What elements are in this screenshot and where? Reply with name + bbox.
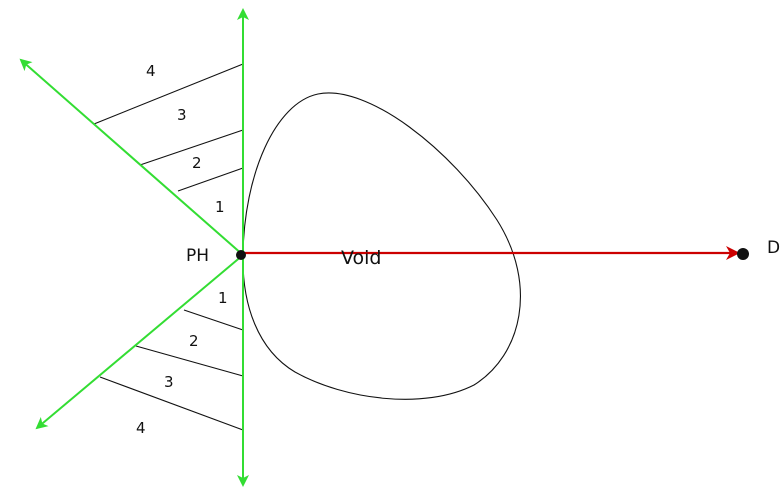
lower-zone-label-2: 2: [189, 332, 199, 350]
upper-zone-label-3: 3: [177, 106, 187, 124]
void-label: Void: [341, 247, 382, 269]
upper-zone-label-4: 4: [146, 62, 156, 80]
upper-boundary-3: [139, 129, 244, 166]
d-label: D: [767, 238, 780, 258]
lower-zone-label-1: 1: [218, 289, 228, 307]
upper-boundary-2: [177, 167, 244, 192]
lower-boundary-2: [135, 345, 244, 377]
lower-boundary-3: [99, 376, 244, 431]
lower-zone-label-3: 3: [164, 373, 174, 391]
point-ph: [236, 250, 246, 260]
upper-zone-label-1: 1: [215, 198, 225, 216]
void-outline: [242, 92, 521, 400]
lower-zone-boundaries: [99, 309, 244, 431]
lower-left-boundary: [35, 254, 244, 430]
upper-boundary-4: [93, 63, 244, 125]
upper-left-boundary: [19, 58, 244, 256]
upper-zone-boundaries: [93, 63, 244, 192]
ph-label: PH: [186, 246, 209, 266]
lower-zone-label-4: 4: [136, 419, 146, 437]
upper-zone-label-2: 2: [192, 154, 202, 172]
lower-boundary-1: [183, 309, 244, 331]
green-boundaries: [19, 8, 249, 487]
point-d: [737, 248, 749, 260]
